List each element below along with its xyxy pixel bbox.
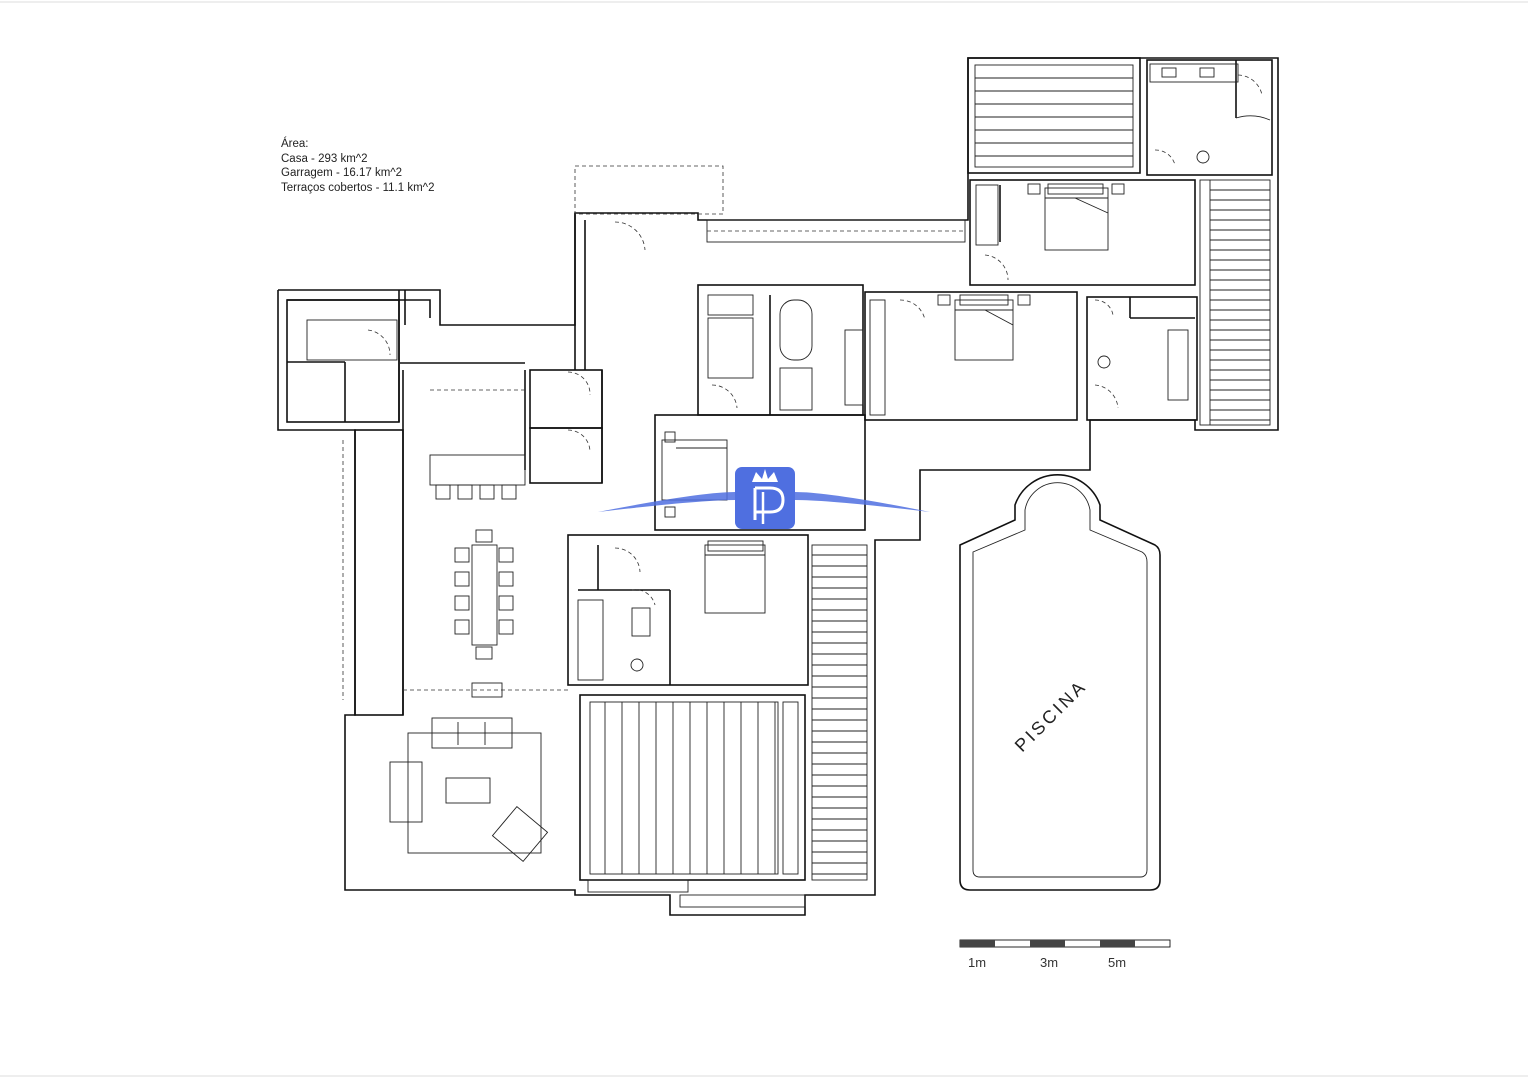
pool-label: PISCINA bbox=[1011, 676, 1091, 756]
area-casa: Casa - 293 km^2 bbox=[281, 152, 368, 165]
exterior-walls bbox=[277, 57, 1279, 916]
area-heading: Área: bbox=[281, 138, 309, 150]
area-summary: Área: Casa - 293 km^2 Garragem - 16.17 k… bbox=[281, 137, 434, 195]
living-room bbox=[389, 717, 549, 863]
dining-chair bbox=[498, 547, 514, 563]
scale-label-1m: 1m bbox=[968, 955, 986, 970]
scale-label-5m: 5m bbox=[1108, 955, 1126, 970]
dining-chair bbox=[454, 547, 470, 563]
pool: PISCINA bbox=[959, 473, 1161, 891]
storage-strip bbox=[706, 219, 966, 243]
dining-chair bbox=[498, 619, 514, 635]
door-swings bbox=[367, 74, 1263, 606]
dining-chair bbox=[454, 571, 470, 587]
pergola-slats bbox=[604, 77, 1270, 875]
kitchen-dining bbox=[403, 454, 568, 698]
dining-chair bbox=[454, 595, 470, 611]
interior-walls bbox=[342, 57, 1273, 908]
dining-chair bbox=[454, 619, 470, 635]
area-garragem: Garragem - 16.17 km^2 bbox=[281, 167, 403, 179]
covered-terrace-outline bbox=[574, 165, 724, 215]
scale-label-3m: 3m bbox=[1040, 955, 1058, 970]
dining-chair bbox=[498, 595, 514, 611]
crown-p-logo-icon bbox=[598, 467, 930, 529]
dining-chairs bbox=[454, 547, 514, 635]
dining-chair bbox=[498, 571, 514, 587]
scale-bar: 1m 3m 5m bbox=[959, 939, 1171, 970]
area-terracos: Terraços cobertos - 11.1 km^2 bbox=[281, 181, 435, 194]
